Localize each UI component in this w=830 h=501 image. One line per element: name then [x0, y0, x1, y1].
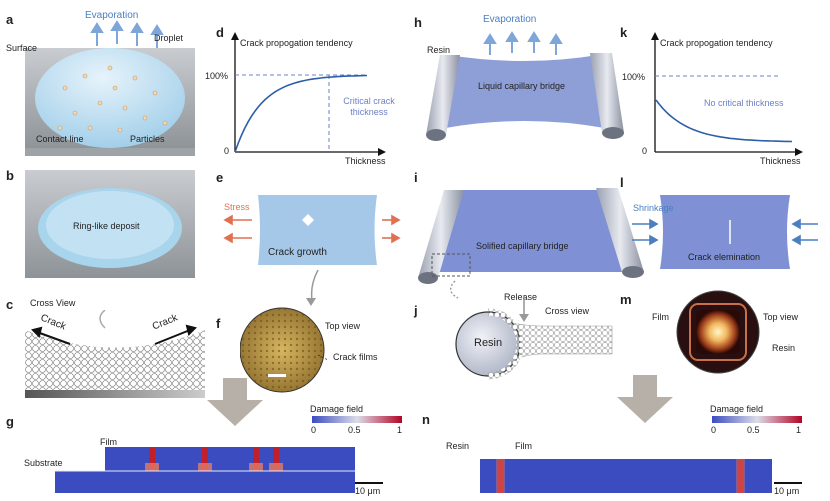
panel-label-c: c	[6, 297, 14, 312]
colorbar-n-1: 1	[796, 425, 802, 435]
panel-label-g: g	[6, 414, 14, 429]
scalebar-label-n: 10 μm	[774, 486, 800, 496]
shrinkage-label: Shrinkage	[633, 203, 674, 213]
resin-label-m: Resin	[772, 343, 796, 353]
k-y0: 0	[642, 146, 648, 156]
resin-label-j: Resin	[474, 337, 503, 349]
colorbar-n-05: 0.5	[747, 425, 760, 435]
crack-growth-label: Crack growth	[268, 247, 327, 258]
d-annotation: Critical crack thickness	[343, 96, 395, 117]
d-ylabel: Crack propogation tendency	[240, 38, 353, 48]
resin-label-n: Resin	[446, 441, 470, 451]
panel-label-h: h	[414, 15, 422, 30]
damage-field-simulation-n	[480, 459, 772, 493]
film-label-g: Film	[100, 437, 117, 447]
scalebar-n	[774, 482, 802, 484]
panel-label-a: a	[6, 12, 14, 27]
k-xlabel: Thickness	[760, 156, 801, 166]
surface-label: Surface	[6, 43, 38, 53]
panel-label-d: d	[216, 25, 224, 40]
substrate-label: Substrate	[24, 458, 63, 468]
d-y0: 0	[224, 146, 230, 156]
evaporation-label-h: Evaporation	[483, 14, 537, 25]
film-top-view-micrograph	[676, 290, 760, 374]
cross-view-label-c: Cross View	[30, 298, 76, 308]
panel-label-l: l	[620, 175, 624, 190]
stress-label: Stress	[224, 202, 250, 212]
down-arrow-right	[617, 375, 673, 423]
panel-label-k: k	[620, 25, 628, 40]
crack-films-label: Crack films	[333, 352, 378, 362]
colorbar-g	[312, 416, 402, 423]
solidified-bridge-illustration	[418, 188, 644, 284]
resin-label-h: Resin	[427, 45, 451, 55]
panel-label-e: e	[216, 170, 224, 185]
chart-d	[231, 32, 386, 156]
down-arrow-left	[207, 378, 263, 426]
film-label-m: Film	[652, 312, 669, 322]
liquid-bridge-illustration	[426, 31, 624, 141]
top-view-label-m: Top view	[763, 312, 799, 322]
k-ylabel: Crack propogation tendency	[660, 38, 773, 48]
contact-line-label: Contact line	[36, 134, 84, 144]
panel-label-f: f	[216, 316, 221, 331]
film-label-n: Film	[515, 441, 532, 451]
panel-label-n: n	[422, 412, 430, 427]
crack-cross-section	[25, 310, 205, 398]
colorbar-g-0: 0	[311, 425, 317, 435]
k-annotation: No critical thickness	[704, 98, 784, 108]
colorbar-n-0: 0	[711, 425, 717, 435]
release-label: Release	[504, 292, 538, 302]
k-y100: 100%	[622, 72, 646, 82]
solidified-bridge-label: Solified capillary bridge	[476, 241, 569, 251]
crack-films-micrograph	[240, 270, 329, 393]
d-y100: 100%	[205, 71, 229, 81]
cross-view-label-j: Cross view	[545, 306, 590, 316]
top-view-label-f: Top view	[325, 321, 361, 331]
release-cross-section	[450, 280, 613, 380]
droplet-illustration	[25, 20, 195, 156]
panel-label-i: i	[414, 170, 418, 185]
d-xlabel: Thickness	[345, 156, 386, 166]
colorbar-g-1: 1	[397, 425, 403, 435]
scalebar-label-g: 10 μm	[355, 486, 381, 496]
panel-label-m: m	[620, 292, 632, 307]
scalebar-g	[355, 482, 383, 484]
chart-k	[651, 32, 803, 156]
ring-deposit-label: Ring-like deposit	[73, 221, 140, 231]
colorbar-n	[712, 416, 802, 423]
ring-deposit-illustration	[25, 170, 195, 278]
liquid-bridge-label: Liquid capillary bridge	[478, 81, 566, 91]
crack-elimination-illustration	[632, 195, 818, 269]
damage-title-g: Damage field	[310, 404, 364, 414]
crack-elimination-label: Crack elemination	[688, 252, 761, 262]
evaporation-label-a: Evaporation	[85, 10, 139, 21]
colorbar-g-05: 0.5	[348, 425, 361, 435]
damage-title-n: Damage field	[710, 404, 764, 414]
particles-label: Particles	[130, 134, 165, 144]
crack-growth-illustration	[223, 195, 401, 265]
panel-label-b: b	[6, 168, 14, 183]
droplet-label: Droplet	[154, 33, 184, 43]
panel-label-j: j	[414, 303, 418, 318]
damage-field-simulation-g	[55, 447, 355, 493]
